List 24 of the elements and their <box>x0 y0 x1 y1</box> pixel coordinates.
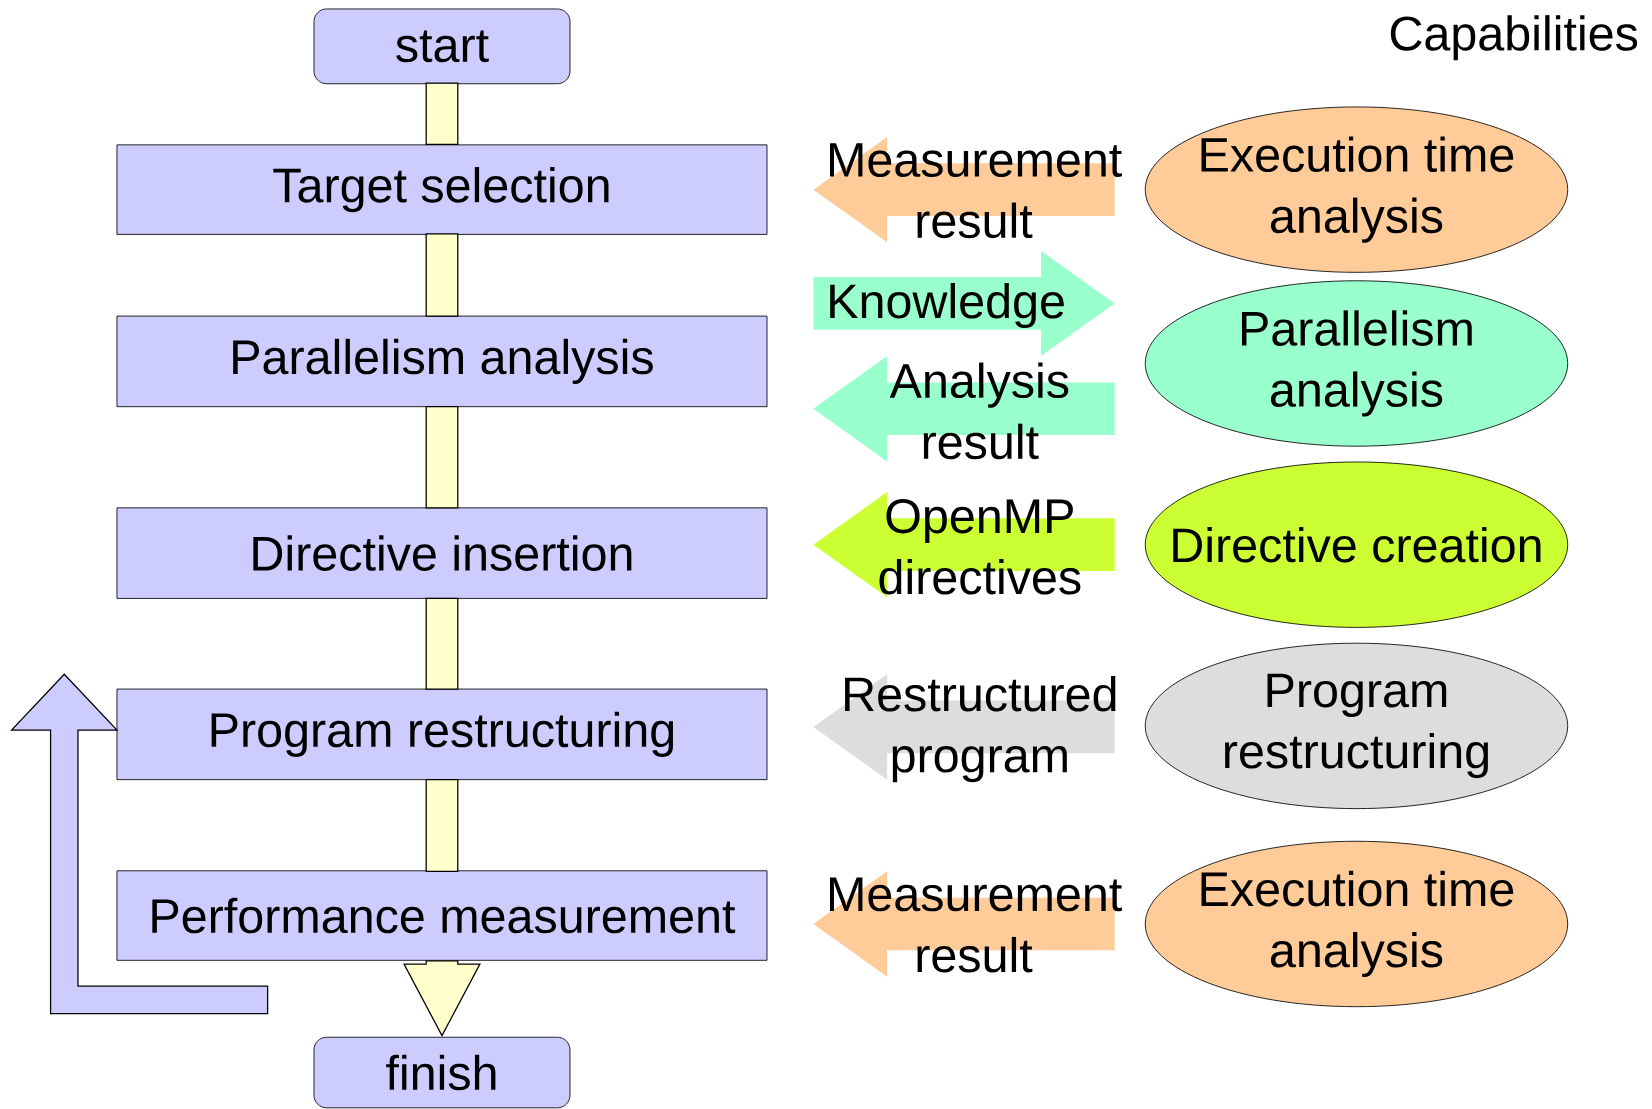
connector-bar <box>425 778 459 872</box>
block-arrow <box>813 871 1115 977</box>
block-arrow <box>813 250 1115 356</box>
process-box: Program restructuring <box>116 688 768 780</box>
process-box: Target selection <box>116 144 768 235</box>
block-arrow <box>403 960 481 1037</box>
edge-label: Measurement result <box>830 877 1122 973</box>
block-arrow <box>813 136 1115 243</box>
edge-label: Restructured program <box>845 675 1116 782</box>
loop-arrow <box>10 673 269 1014</box>
edge-label: Measurement result <box>830 143 1122 238</box>
connector-bar <box>425 233 459 317</box>
connector-bar <box>425 82 459 145</box>
title: Capabilities <box>1390 14 1638 61</box>
edge-label: Analysis result <box>889 362 1069 460</box>
block-arrow <box>813 355 1115 462</box>
terminal-box: start <box>313 8 571 84</box>
process-box: Parallelism analysis <box>116 315 768 407</box>
process-box: Performance measurement <box>116 870 768 961</box>
connector-bar <box>425 597 459 690</box>
process-box: Directive insertion <box>116 507 768 599</box>
edge-label: Knowledge <box>830 282 1064 328</box>
connector-bar <box>425 405 459 509</box>
terminal-box: finish <box>313 1036 571 1109</box>
